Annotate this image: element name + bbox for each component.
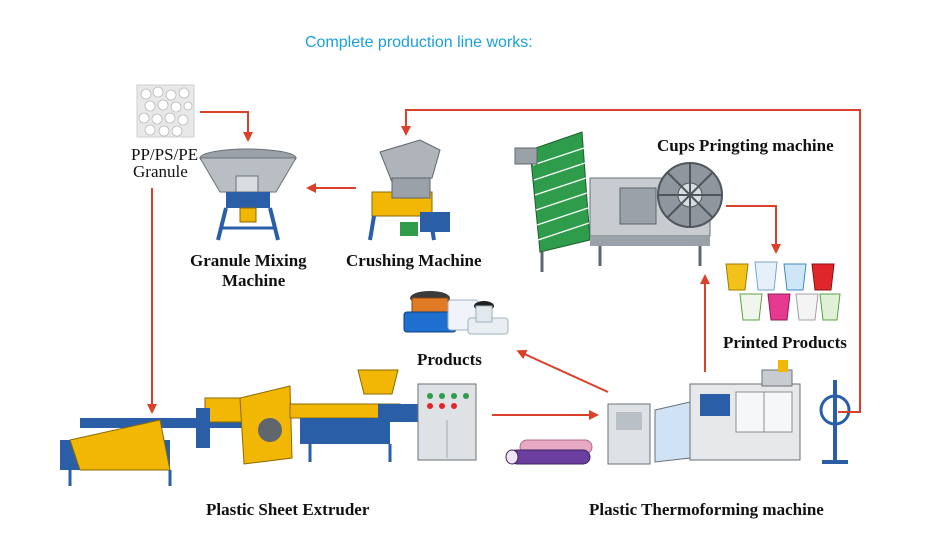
granule-label-line1: PP/PS/PE bbox=[131, 145, 199, 164]
mixing-label-line1: Granule Mixing bbox=[190, 251, 307, 270]
arrow-thermoforming-to-crushing bbox=[401, 109, 861, 413]
diagram-headline: Complete production line works: bbox=[305, 34, 533, 51]
arrow-printing-to-printed-products bbox=[726, 205, 781, 254]
plastic-sheet-rolls-image bbox=[505, 439, 593, 465]
cups-printing-label: Cups Pringting machine bbox=[657, 136, 834, 155]
plastic-sheet-extruder-image bbox=[60, 369, 477, 486]
mixing-label-line2: Machine bbox=[222, 271, 286, 290]
products-image bbox=[403, 291, 509, 335]
granule-image bbox=[136, 84, 195, 138]
plastic-thermoforming-machine-image bbox=[607, 360, 851, 465]
arrow-granule-to-mixing bbox=[200, 111, 253, 142]
printed-products-image bbox=[725, 261, 841, 321]
crushing-label: Crushing Machine bbox=[346, 251, 482, 270]
cups-printing-machine-image bbox=[514, 131, 723, 272]
flow-arrows bbox=[147, 109, 861, 420]
thermoforming-label: Plastic Thermoforming machine bbox=[589, 500, 824, 519]
extruder-label: Plastic Sheet Extruder bbox=[206, 500, 370, 519]
granule-label-line2: Granule bbox=[133, 162, 188, 181]
granule-mixing-machine-image bbox=[199, 148, 297, 241]
crushing-machine-image bbox=[368, 139, 450, 241]
printed-products-label: Printed Products bbox=[723, 333, 847, 352]
products-label: Products bbox=[417, 350, 482, 369]
arrow-thermoforming-to-products bbox=[516, 349, 609, 393]
